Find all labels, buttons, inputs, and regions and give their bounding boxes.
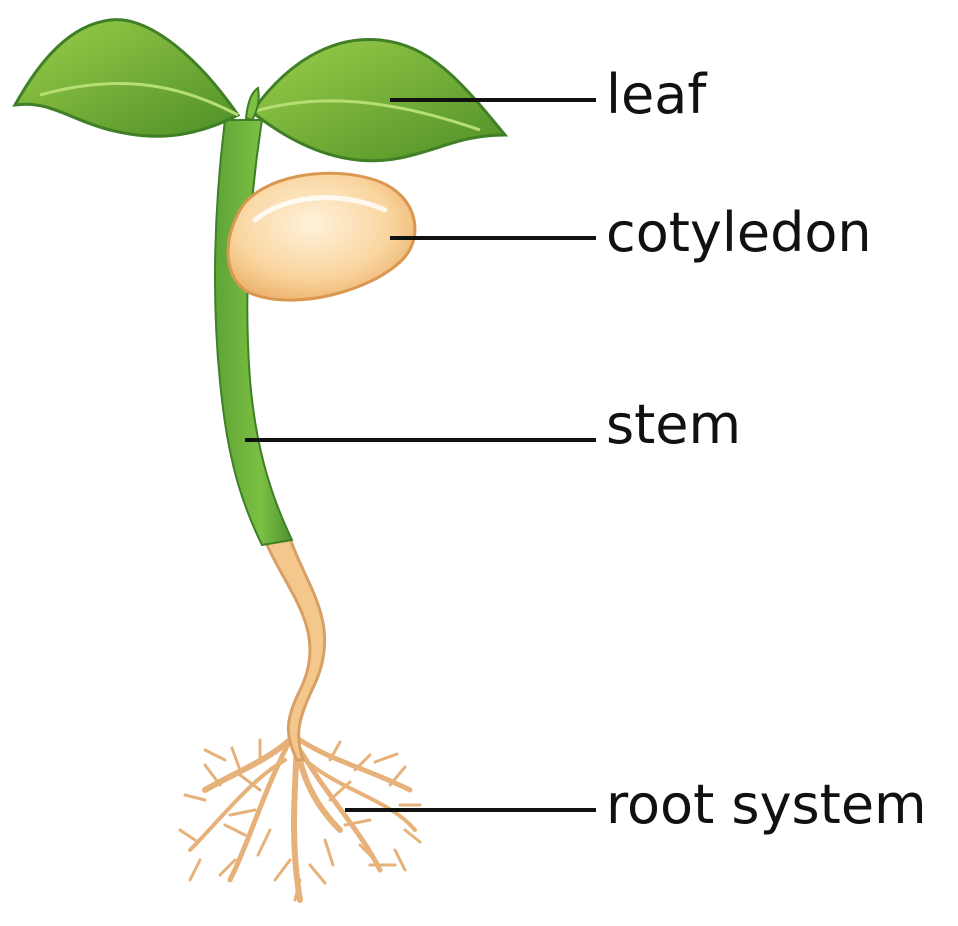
- left-leaf: [15, 20, 238, 137]
- cotyledon: [228, 173, 415, 300]
- label-root-system: root system: [606, 778, 927, 832]
- label-leaf: leaf: [606, 68, 706, 122]
- label-stem: stem: [606, 398, 741, 452]
- label-cotyledon: cotyledon: [606, 206, 872, 260]
- primary-root: [265, 538, 325, 760]
